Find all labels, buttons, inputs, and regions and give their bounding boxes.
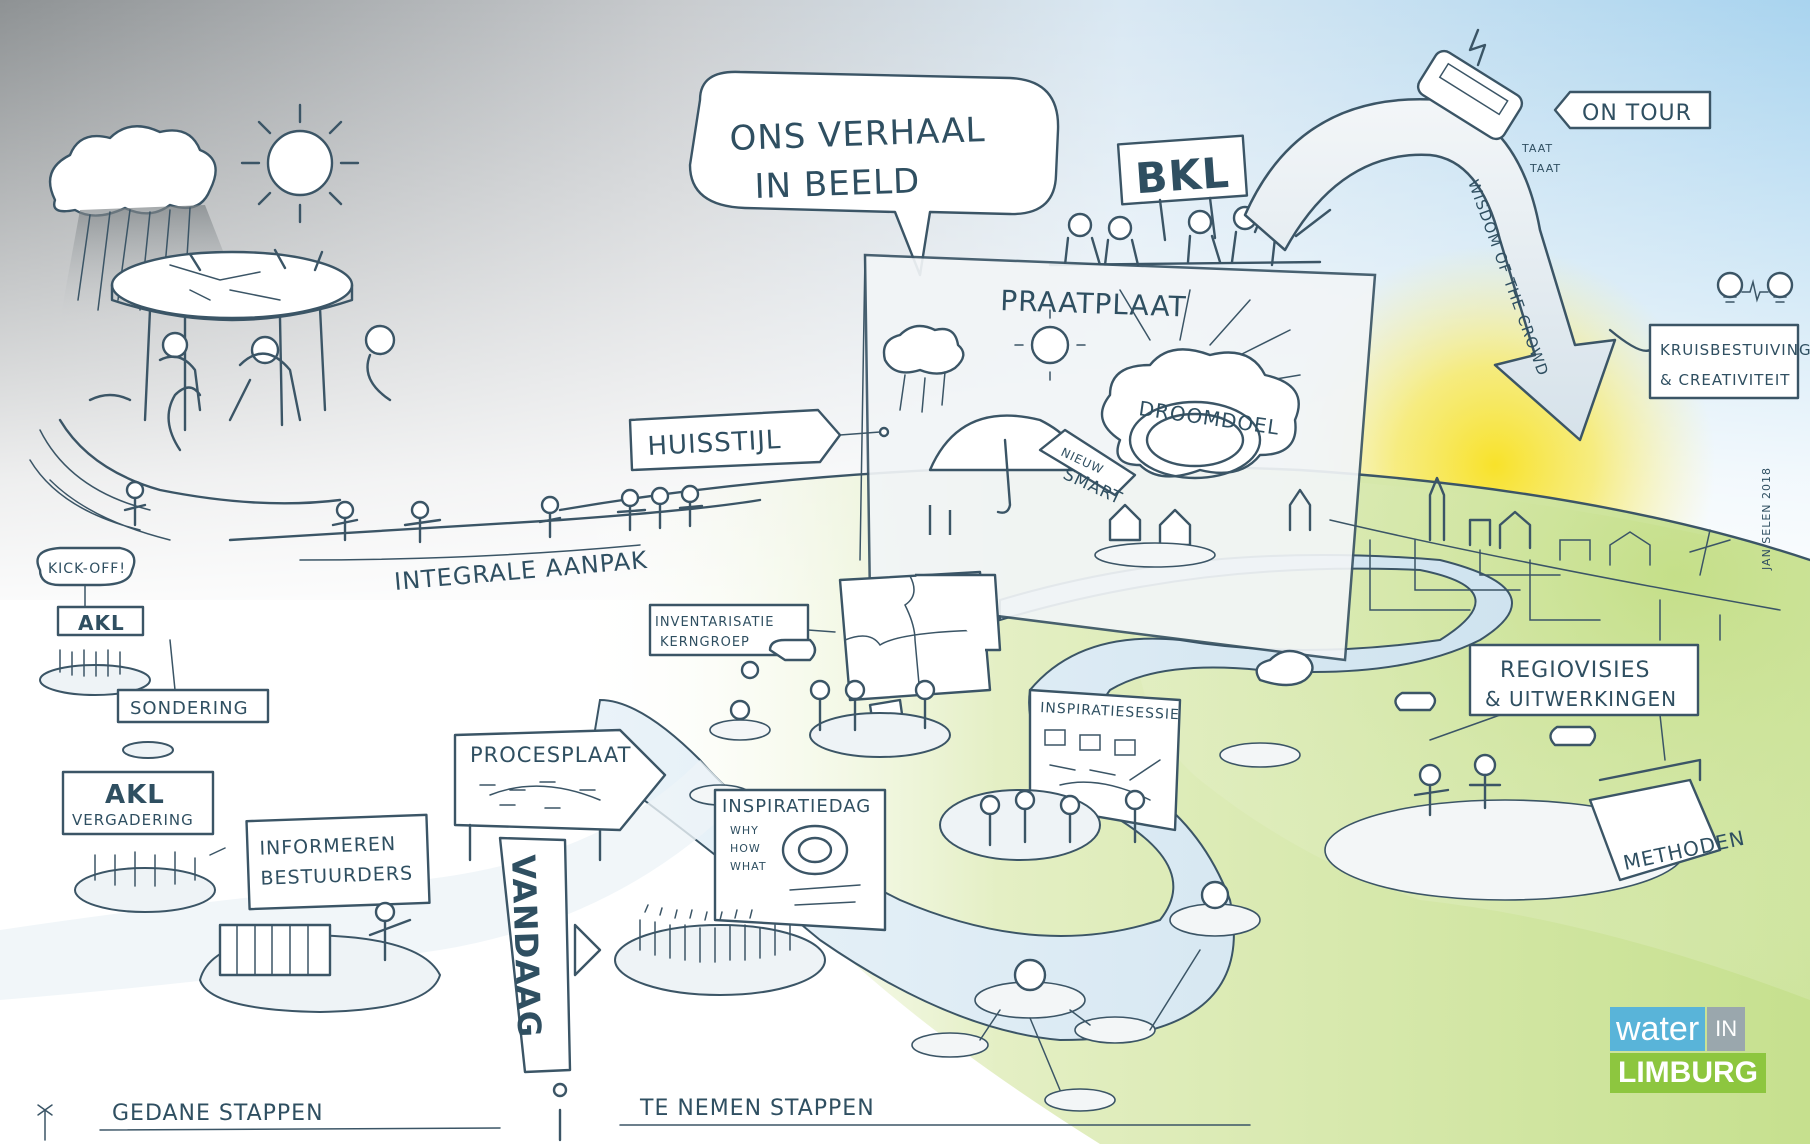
speech-bubble-line2: IN BEELD <box>754 161 921 207</box>
people-under-table <box>88 324 396 422</box>
tour-bus <box>1416 28 1524 141</box>
water-in-limburg-logo: water IN LIMBURG <box>1610 1007 1780 1095</box>
procesplaat-label: PROCESPLAAT <box>470 743 631 767</box>
umbrella <box>882 324 1082 514</box>
regiovisies-line2: & UITWERKINGEN <box>1485 687 1677 711</box>
vandaag-signpost: VANDAAG <box>498 836 602 1074</box>
inventarisatie-line1: INVENTARISATIE <box>655 615 774 630</box>
logo-water: water <box>1610 1007 1706 1051</box>
praatplaat-houses <box>928 503 1216 568</box>
inspiratiesessie-label: INSPIRATIESESSIE <box>1040 700 1180 723</box>
footer: GEDANE STAPPEN TE NEMEN STAPPEN <box>37 1082 1251 1142</box>
inventarisatie-line2: KERNGROEP <box>660 635 750 650</box>
informeren-step: INFORMEREN BESTUURDERS <box>198 813 442 1014</box>
praatplaat-board: PRAATPLAAT DROOMDOEL NIEUW SMART <box>859 253 1377 662</box>
inspiratiesessie-board: INSPIRATIESESSIE <box>939 688 1182 861</box>
town-skyline <box>1288 476 1781 611</box>
informeren-line2: BESTUURDERS <box>260 862 413 889</box>
sondering-step: SONDERING <box>116 639 270 759</box>
procesplaat-sign: PROCESPLAAT <box>453 728 667 862</box>
kruis-box: KRUISBESTUIVING & CREATIVITEIT <box>1608 323 1810 400</box>
kickoff-step: KICK-OFF! AKL <box>36 546 151 696</box>
regiovisies-network: REGIOVISIES & UITWERKINGEN <box>1369 539 1721 761</box>
praatplaat-sun <box>1014 309 1086 381</box>
signature-text: JAN SELEN 2018 <box>1760 467 1773 571</box>
inspiratiedag-board: INSPIRATIEDAG WHY HOW WHAT <box>713 788 887 932</box>
inspiratiedag-what: WHAT <box>730 860 767 873</box>
past-river <box>0 760 740 1000</box>
bkl-group: BKL <box>1048 134 1332 267</box>
sondering-label: SONDERING <box>130 698 249 719</box>
taat-line2: TAAT <box>1529 162 1561 175</box>
akl-vergadering-line1: AKL <box>105 780 165 810</box>
akl-label: AKL <box>78 611 125 635</box>
taat-line1: TAAT <box>1521 142 1553 155</box>
sun-top-left <box>240 103 360 224</box>
idea-pads-middle <box>911 649 1314 1112</box>
inspiratiedag-crowd <box>614 904 826 996</box>
akl-vergadering-step: AKL VERGADERING <box>61 770 226 913</box>
puzzle-people <box>809 679 951 758</box>
round-table <box>110 248 354 432</box>
droomdoel-cloud: DROOMDOEL <box>1100 348 1300 480</box>
lightbulbs-top-right <box>1716 271 1794 303</box>
bkl-sign: BKL <box>1134 148 1232 203</box>
speech-bubble-line1: ONS VERHAAL <box>729 110 986 159</box>
praatplaat-title: PRAATPLAAT <box>1000 284 1187 323</box>
informeren-line1: INFORMEREN <box>259 833 396 860</box>
praatplaat-rays <box>1119 289 1301 386</box>
kruis-line1: KRUISBESTUIVING <box>1660 341 1810 359</box>
te-nemen-label: TE NEMEN STAPPEN <box>639 1096 875 1121</box>
speech-bubble: ONS VERHAAL IN BEELD <box>688 70 1060 277</box>
signature: JAN SELEN 2018 <box>1760 467 1773 571</box>
logo-limburg: LIMBURG <box>1610 1053 1766 1093</box>
vandaag-label: VANDAAG <box>504 854 548 1039</box>
integrale-people <box>123 480 704 544</box>
huisstijl-label: HUISSTIJL <box>647 425 782 462</box>
inspiratiedag-how: HOW <box>730 842 761 855</box>
akl-vergadering-line2: VERGADERING <box>72 811 194 829</box>
kickoff-label: KICK-OFF! <box>48 561 126 577</box>
logo-in: IN <box>1707 1007 1746 1051</box>
on-tour-label: ON TOUR <box>1582 101 1692 126</box>
integrale-road-lower <box>299 544 641 561</box>
on-tour-sign: ON TOUR <box>1553 90 1712 130</box>
gedane-label: GEDANE STAPPEN <box>112 1101 324 1126</box>
inspiratiedag-title: INSPIRATIEDAG <box>722 796 871 817</box>
regiovisies-line1: REGIOVISIES <box>1500 658 1651 683</box>
huisstijl-sign: HUISSTIJL <box>628 408 890 472</box>
kruis-line2: & CREATIVITEIT <box>1660 371 1790 389</box>
tornado-swirl <box>29 386 342 541</box>
inspiratiedag-why: WHY <box>730 824 759 837</box>
